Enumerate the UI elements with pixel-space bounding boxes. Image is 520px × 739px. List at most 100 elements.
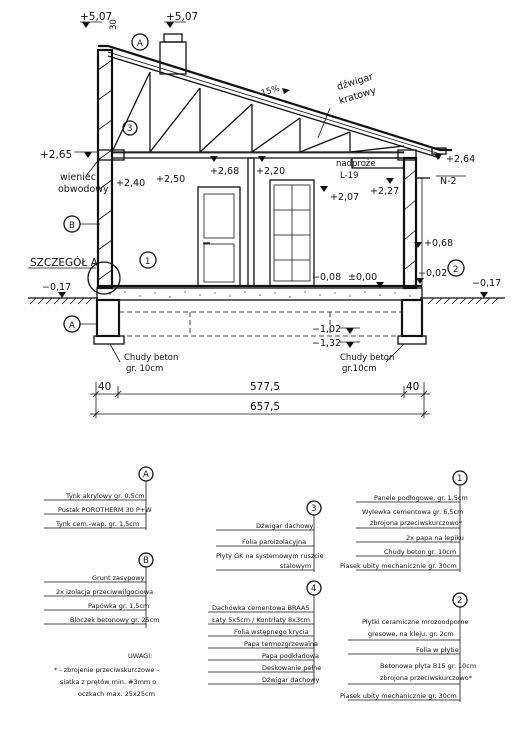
legend-1-layer-3: zbrojona przeciwskurczowo* bbox=[370, 519, 463, 527]
roof-truss bbox=[111, 58, 405, 153]
foundation-footing-left bbox=[95, 298, 121, 338]
lean-concrete-left bbox=[93, 335, 125, 345]
legend-1-layer-6: Piasek ubity mechanicznie gr. 30cm bbox=[340, 562, 457, 570]
legend-2: 2 Płytki ceramiczne mrozoodporne gresowe… bbox=[340, 592, 476, 702]
window bbox=[269, 179, 315, 287]
level-240: +2,40 bbox=[116, 178, 145, 189]
legend-a: A Tynk akrylowy gr. 0,5cm Pustak POROTHE… bbox=[44, 466, 154, 530]
legend-a-layer-3: Tynk cem.-wap. gr. 1,5cm bbox=[55, 520, 139, 528]
ref-tag-2 bbox=[447, 259, 465, 277]
note-title: UWAGI: bbox=[128, 652, 152, 660]
roof-top-line bbox=[98, 44, 452, 152]
dim-6575: 657,5 bbox=[250, 401, 280, 413]
legend-1-tag: 1 bbox=[457, 474, 462, 484]
lintel-label-1: nadproże bbox=[336, 159, 376, 169]
legend-b-layer-4: Bloczek betonowy gr. 25cm bbox=[70, 616, 160, 624]
lean-concrete-right-label-2: gr.10cm bbox=[342, 364, 377, 374]
ref-3-label: 3 bbox=[127, 124, 132, 134]
ref-b-label: B bbox=[69, 221, 75, 231]
ref-a-bottom-label: A bbox=[69, 321, 75, 331]
legend-1-layer-1: Panele podłogowe, gr. 1,5cm bbox=[374, 494, 468, 502]
lean-concrete-left-label-1: Chudy beton bbox=[124, 353, 178, 363]
dim-5775: 577,5 bbox=[250, 381, 280, 393]
ref-tag-3 bbox=[122, 120, 138, 136]
level-102: −1,02 bbox=[312, 324, 341, 335]
legend-3-layer-3: Płyty GK na systemowym ruszcie bbox=[216, 552, 324, 560]
ringbeam-label-2: obwodowy bbox=[58, 184, 109, 195]
legend-2-layer-4: Betonowa płyta B15 gr. 10cm bbox=[380, 662, 476, 670]
legend-3-layer-4: stalowym bbox=[280, 562, 311, 570]
legend-4-layer-1: Dachówka cementowa BRAAS bbox=[212, 604, 310, 612]
ground-hatch-right bbox=[427, 297, 499, 305]
roof-bottom-line bbox=[107, 55, 441, 159]
legend-1: 1 Panele podłogowe, gr. 1,5cm Wylewka ce… bbox=[340, 470, 468, 572]
legend-4-layer-5: Papa podkładowa bbox=[262, 652, 319, 660]
level-017-right: −0,17 bbox=[472, 278, 501, 289]
lintel bbox=[351, 157, 405, 169]
legend-4-layer-7: Dźwigar dachowy bbox=[262, 676, 319, 684]
level-220: +2,20 bbox=[256, 166, 285, 177]
level-top-mid: +5,07 bbox=[166, 11, 198, 23]
legend-4-layer-4: Papa termozgrzewalna bbox=[244, 640, 318, 648]
legend-1-layer-4: 2x papa na lepiku bbox=[406, 534, 464, 542]
ref-a-top-label: A bbox=[137, 39, 143, 49]
detail-n2-label: N-2 bbox=[440, 176, 457, 187]
legend-4-layer-2: Łaty 5x5cm / Kontrłaty 8x3cm bbox=[211, 616, 310, 624]
legend-2-layer-6: Piasek ubity mechanicznie gr. 30cm bbox=[340, 692, 457, 700]
wall-left bbox=[96, 48, 114, 290]
legend-b: B Grunt zasypowy 2x izolacja przeciwwilg… bbox=[44, 552, 160, 628]
lean-concrete-right-label-1: Chudy beton bbox=[340, 353, 394, 363]
door bbox=[197, 186, 241, 287]
legend-4: 4 Dachówka cementowa BRAAS Łaty 5x5cm / … bbox=[208, 580, 322, 685]
detail-a-label: SZCZEGÓŁ A bbox=[30, 256, 99, 269]
chimney-dimension: 30 bbox=[109, 19, 119, 30]
level-000: ±0,00 bbox=[348, 272, 377, 283]
note-line-1: * - zbrojenie przeciwskurczowe – bbox=[54, 666, 160, 674]
legend-b-tag: B bbox=[143, 556, 149, 566]
level-top-left: +5,07 bbox=[80, 11, 112, 23]
legend-2-tag: 2 bbox=[457, 596, 462, 606]
note-line-2: siatka z prętów min. #3mm o bbox=[60, 678, 156, 686]
ref-2-label: 2 bbox=[453, 265, 458, 275]
ref-tag-a-top bbox=[131, 33, 149, 51]
level-017-left: −0,17 bbox=[42, 282, 71, 293]
level-207: +2,07 bbox=[330, 192, 359, 203]
legend-2-layer-3: Folia w płytie bbox=[416, 646, 459, 654]
detail-a-circle bbox=[87, 261, 121, 295]
legend-2-layer-5: zbrojona przeciwskurczowo* bbox=[380, 674, 473, 682]
legend-2-layer-2: gresowe, na kleju, gr. 2cm bbox=[368, 630, 454, 638]
lean-concrete-right bbox=[397, 335, 427, 345]
note-line-3: oczkach max. 25x25cm bbox=[78, 690, 155, 698]
cross-section bbox=[28, 33, 505, 345]
level-068: +0,68 bbox=[424, 238, 453, 249]
wall-left-hatch bbox=[97, 59, 113, 281]
lintel-label-2: L-19 bbox=[340, 171, 358, 181]
partition-wall bbox=[247, 157, 255, 287]
ref-1-label: 1 bbox=[145, 257, 150, 267]
legend-3-layer-1: Dźwigar dachowy bbox=[256, 522, 313, 530]
legend-note: UWAGI: * - zbrojenie przeciwskurczowe – … bbox=[54, 652, 160, 698]
legend-1-layer-2: Wylewka cementowa gr. 6,5cm bbox=[362, 508, 463, 516]
legend-3-tag: 3 bbox=[311, 504, 316, 514]
level-markers: +5,07 30 +5,07 A 15% dźwigar kratowy +2,… bbox=[28, 11, 501, 374]
foundation-footing-right bbox=[400, 298, 424, 338]
dim-40-left: 40 bbox=[98, 381, 111, 393]
legend-4-tag: 4 bbox=[311, 584, 316, 594]
floor-slab-stipple bbox=[109, 291, 411, 298]
ringbeam-label-1: wieniec bbox=[60, 172, 96, 183]
floor-slab bbox=[96, 287, 423, 301]
level-132: −1,32 bbox=[312, 338, 341, 349]
ref-tag-1 bbox=[139, 251, 157, 269]
legend-b-layer-2: 2x izolacja przeciwwilgociowa bbox=[56, 588, 153, 596]
ground-hatch-left bbox=[29, 297, 93, 305]
dim-40-right: 40 bbox=[406, 381, 419, 393]
legend-2-layer-1: Płytki ceramiczne mrozoodporne bbox=[362, 618, 468, 626]
legend-1-layer-5: Chudy beton gr. 10cm bbox=[384, 548, 456, 556]
level-227: +2,27 bbox=[370, 186, 399, 197]
level-268: +2,68 bbox=[210, 166, 239, 177]
legend-4-layer-3: Folia wstępnego krycia bbox=[234, 628, 308, 636]
legend-b-layer-1: Grunt zasypowy bbox=[92, 574, 145, 582]
legend-a-layer-1: Tynk akrylowy gr. 0,5cm bbox=[65, 492, 145, 500]
legend-a-layer-2: Pustak POROTHERM 30 P+W bbox=[58, 506, 152, 514]
